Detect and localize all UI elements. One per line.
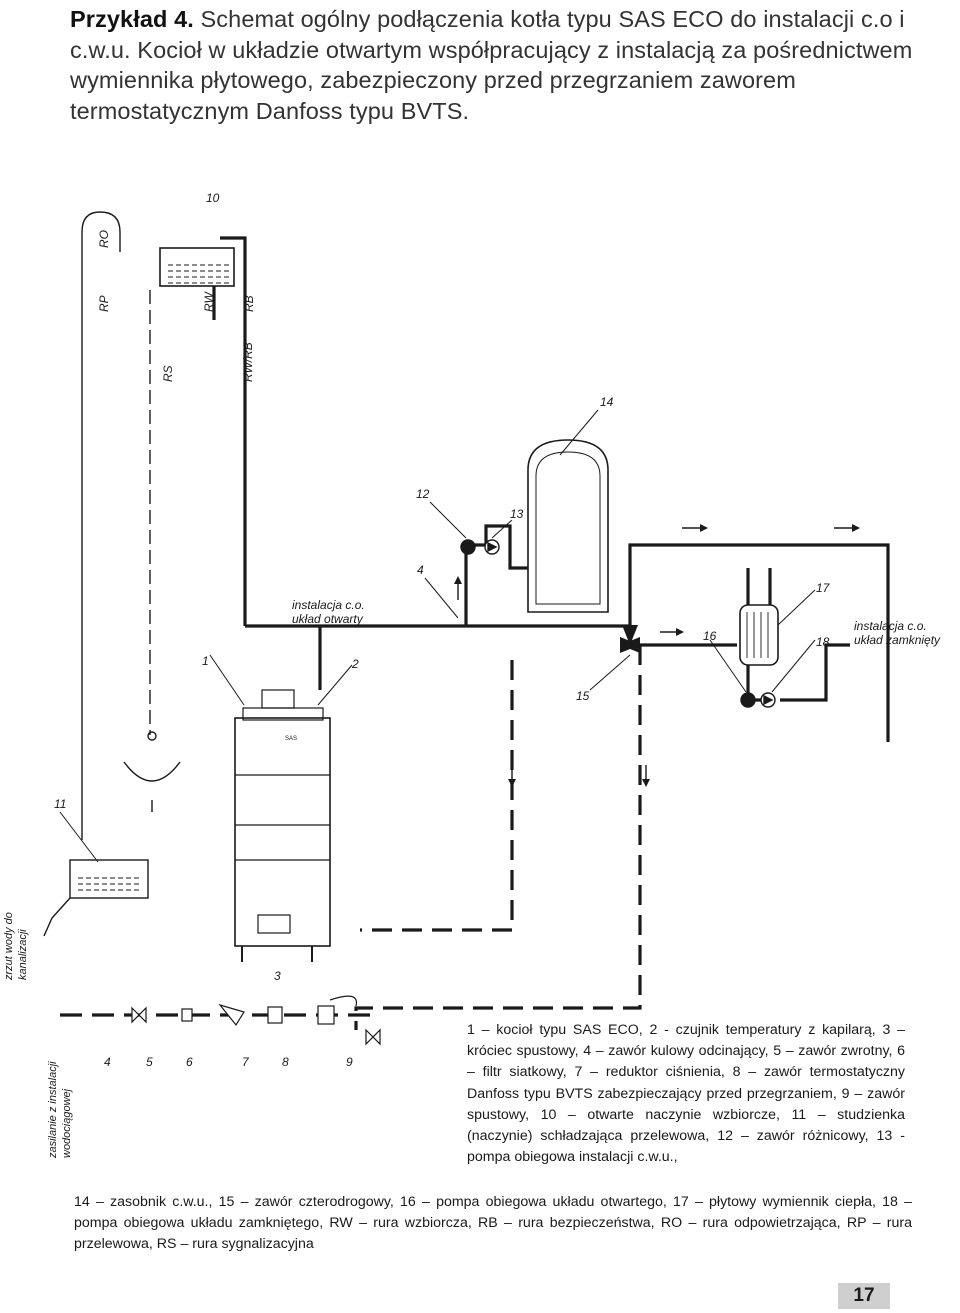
plate-heat-exchanger: [739, 604, 779, 666]
supply-label-2: wodociągowej: [61, 1088, 73, 1158]
label-rp: RP: [97, 295, 111, 312]
pumps: [460, 539, 776, 708]
supply-fittings: [131, 1003, 381, 1046]
fitting-number-7: 7: [242, 1055, 250, 1069]
overflow-pipe-rp: [81, 211, 121, 840]
label-rw: RW: [202, 291, 216, 312]
callout-3: 3: [274, 969, 281, 983]
example-label: Przykład 4.: [70, 6, 194, 32]
fitting-number-8: 8: [282, 1055, 289, 1069]
callout-11: 11: [54, 797, 66, 811]
expansion-vessel: [159, 247, 235, 287]
overflow-basin: [43, 731, 181, 937]
legend-part-2: 14 – zasobnik c.w.u., 15 – zawór czterod…: [74, 1194, 912, 1253]
boiler: [234, 689, 331, 962]
fitting-number-4: 4: [104, 1055, 111, 1069]
callout-16: 16: [703, 629, 717, 643]
callout-4: 4: [417, 563, 424, 577]
callout-15: 15: [576, 689, 590, 703]
supply-label-1: zasilanie z instalacji: [47, 1061, 59, 1159]
hot-water-cylinder: [527, 439, 609, 613]
four-way-valve: [620, 625, 640, 653]
page-number: 17: [838, 1283, 890, 1309]
leader-lines: [59, 409, 816, 863]
open-system-label-1: instalacja c.o.: [292, 598, 365, 612]
callout-13: 13: [510, 507, 524, 521]
closed-system-label-1: instalacja c.o.: [854, 619, 927, 633]
flow-arrows: [454, 524, 860, 787]
label-rb: RB: [242, 295, 256, 312]
page-heading: Przykład 4. Schemat ogólny podłączenia k…: [70, 4, 920, 126]
callout-17: 17: [816, 581, 831, 595]
legend-part-1: 1 – kocioł typu SAS ECO, 2 - czujnik tem…: [467, 1022, 905, 1166]
expansion-pipes: [212, 236, 247, 626]
closed-system-label-2: układ zamknięty: [854, 633, 941, 647]
fitting-number-9: 9: [346, 1055, 353, 1069]
callout-18: 18: [816, 635, 830, 649]
label-ro: RO: [97, 230, 111, 248]
callout-14: 14: [600, 395, 614, 409]
callout-12: 12: [416, 487, 430, 501]
fitting-number-5: 5: [146, 1055, 153, 1069]
callout-10: 10: [206, 191, 220, 205]
heading-text: Schemat ogólny podłączenia kotła typu SA…: [70, 6, 913, 124]
open-system-pipes: [245, 524, 890, 742]
return-pipes: [354, 645, 642, 1030]
label-rwrb: RW/RB: [241, 342, 255, 382]
drain-label-2: kanalizacji: [17, 929, 29, 980]
callout-2: 2: [351, 657, 359, 671]
fitting-number-6: 6: [186, 1055, 193, 1069]
label-rs: RS: [161, 365, 175, 382]
drain-label-1: zrzut wody do: [3, 912, 15, 981]
open-system-label-2: układ otwarty: [292, 612, 364, 626]
boiler-plate-text: SAS: [285, 736, 297, 742]
callout-1: 1: [202, 654, 209, 668]
